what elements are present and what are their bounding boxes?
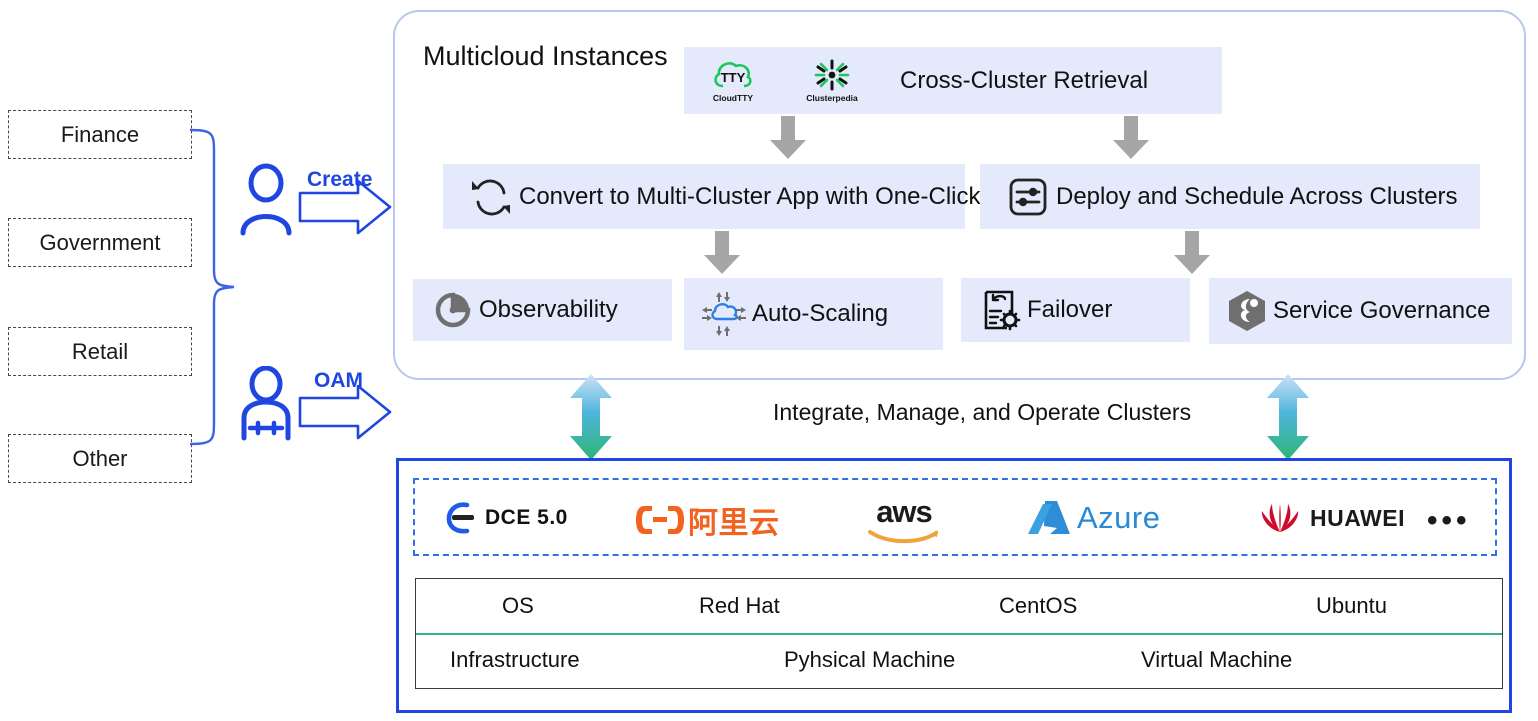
cloud-scale-icon [696, 290, 752, 338]
table-cell: Ubuntu [1316, 593, 1387, 618]
down-arrow-icon [704, 231, 740, 274]
down-arrow-icon [770, 116, 806, 159]
down-arrow-icon [1113, 116, 1149, 159]
feature-cross-cluster-retrieval[interactable]: TTY CloudTTY Clusterpedia Cross-Cluster … [684, 47, 1222, 114]
page-title: Multicloud Instances [423, 41, 668, 71]
feature-failover[interactable]: Failover [961, 278, 1190, 342]
os-infrastructure-table: OS Red Hat CentOS Ubuntu Infrastructure … [415, 578, 1503, 689]
feature-label: Convert to Multi-Cluster App with One-Cl… [519, 182, 981, 210]
huawei-label: HUAWEI [1310, 504, 1405, 531]
aliyun-label: 阿里云 [688, 506, 780, 541]
industry-box-finance[interactable]: Finance [8, 110, 192, 159]
feature-label: Cross-Cluster Retrieval [900, 66, 1149, 94]
industry-box-retail[interactable]: Retail [8, 327, 192, 376]
industry-label: Other [72, 445, 128, 471]
dce-label: DCE 5.0 [485, 506, 568, 529]
dce-logo[interactable]: DCE 5.0 [435, 498, 568, 538]
sync-arrows-icon [463, 176, 519, 218]
user-wrench-icon [241, 365, 392, 441]
donut-chart-icon [427, 291, 479, 329]
feature-label: Deploy and Schedule Across Clusters [1056, 182, 1458, 210]
azure-label: Azure [1077, 500, 1161, 535]
clusterpedia-logo: Clusterpedia [792, 58, 872, 103]
user-icon [240, 163, 392, 236]
industry-box-other[interactable]: Other [8, 434, 192, 483]
industry-label: Government [39, 229, 161, 255]
table-cell: Infrastructure [450, 647, 580, 672]
feature-auto-scaling[interactable]: Auto-Scaling [684, 278, 943, 350]
feature-convert-to-multicluster-app[interactable]: Convert to Multi-Cluster App with One-Cl… [443, 164, 980, 229]
down-arrow-icon [1174, 231, 1210, 274]
azure-logo[interactable]: Azure [1026, 498, 1160, 538]
aliyun-logo[interactable]: 阿里云 [634, 498, 780, 542]
table-cell: Virtual Machine [1141, 647, 1293, 672]
clusterpedia-caption: Clusterpedia [806, 93, 858, 103]
table-row: Infrastructure Pyhsical Machine Virtual … [416, 633, 1502, 687]
double-headed-vertical-arrow [1267, 374, 1309, 460]
feature-label: Failover [1027, 296, 1113, 323]
document-gear-icon [975, 289, 1027, 331]
aws-logo[interactable]: aws [868, 494, 940, 544]
table-cell: OS [502, 593, 534, 618]
integrate-manage-caption: Integrate, Manage, and Operate Clusters [773, 399, 1192, 425]
svg-text:TTY: TTY [721, 70, 746, 85]
istio-hexagon-icon [1221, 290, 1273, 332]
actor-oam-label: OAM [314, 369, 363, 392]
table-divider [416, 633, 1502, 635]
industry-box-government[interactable]: Government [8, 218, 192, 267]
table-cell: CentOS [999, 593, 1078, 618]
grouping-brace [189, 128, 235, 446]
actor-create[interactable] [238, 163, 398, 243]
feature-label: Auto-Scaling [752, 300, 889, 327]
cloudtty-caption: CloudTTY [712, 93, 754, 103]
double-headed-vertical-arrow [570, 374, 612, 460]
feature-label: Observability [479, 296, 618, 323]
cloud-providers-strip [413, 478, 1497, 556]
huawei-logo[interactable]: HUAWEI [1256, 498, 1405, 538]
sliders-square-icon [1000, 177, 1056, 217]
feature-label: Service Governance [1273, 297, 1491, 324]
actor-create-label: Create [307, 168, 373, 191]
feature-service-governance[interactable]: Service Governance [1209, 278, 1512, 344]
feature-observability[interactable]: Observability [413, 279, 672, 341]
table-row: OS Red Hat CentOS Ubuntu [416, 579, 1502, 633]
table-cell: Red Hat [699, 593, 780, 618]
actor-oam[interactable] [238, 365, 398, 451]
aws-label: aws [876, 494, 933, 529]
feature-deploy-and-schedule[interactable]: Deploy and Schedule Across Clusters [980, 164, 1480, 229]
industry-label: Finance [60, 121, 140, 147]
cloudtty-logo: TTY CloudTTY [696, 58, 770, 103]
table-cell: Pyhsical Machine [784, 647, 956, 672]
industry-label: Retail [71, 338, 129, 364]
ellipsis-icon: ••• [1427, 504, 1471, 537]
